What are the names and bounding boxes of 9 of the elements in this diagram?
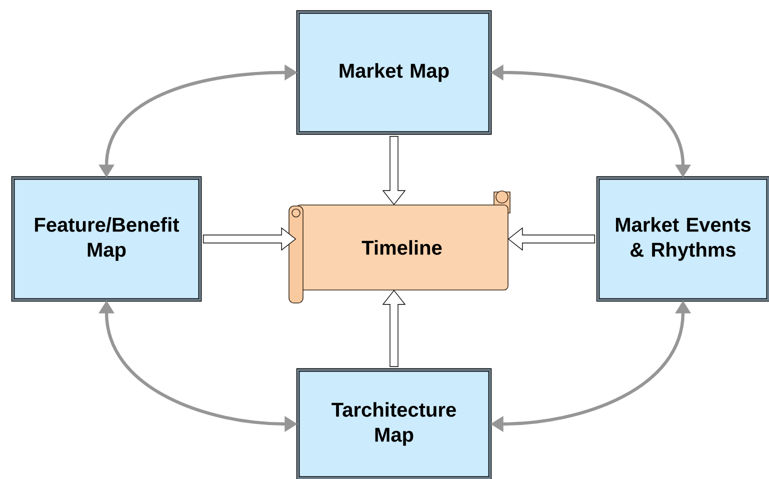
block-arrow xyxy=(382,290,406,367)
block-arrow xyxy=(382,136,406,206)
map-box: Feature/Benefit Map xyxy=(11,176,202,302)
block-arrow xyxy=(203,227,296,251)
map-box: Tarchitecture Map xyxy=(296,368,492,479)
map-box: Market Events & Rhythms xyxy=(596,176,769,302)
block-arrow xyxy=(508,227,595,251)
scroll-banner: Timeline xyxy=(288,190,510,304)
map-box: Market Map xyxy=(296,10,492,135)
